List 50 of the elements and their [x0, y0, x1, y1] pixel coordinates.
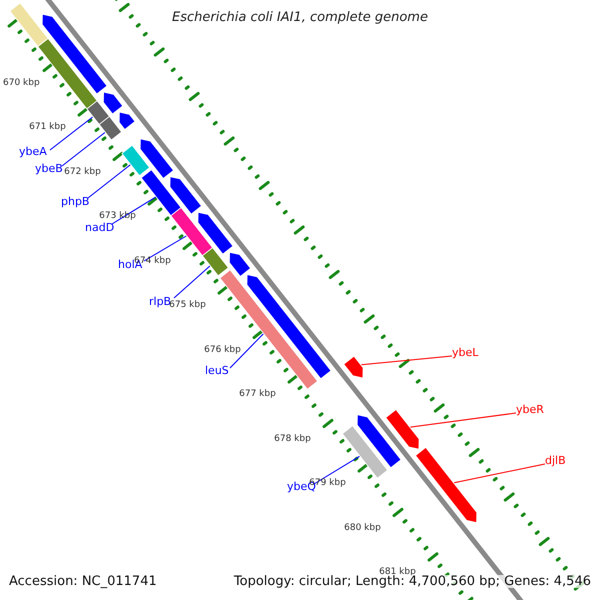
gene-block	[343, 356, 364, 378]
leader-line	[454, 464, 546, 484]
gene-label: rlpB	[149, 296, 172, 307]
gene-label: leuS	[205, 365, 229, 376]
gene-label: ybeL	[452, 347, 478, 358]
gene-bar	[121, 144, 150, 176]
leader-line	[314, 456, 360, 484]
leader-line	[144, 236, 187, 262]
footer-text: Topology: circular; Length: 4,700,560 bp; Genes: 4,546	[234, 575, 591, 588]
gene-block	[385, 409, 420, 450]
scale-label: 678 kbp	[274, 434, 311, 444]
leader-line	[112, 196, 156, 224]
scale-label: 672 kbp	[64, 168, 101, 177]
gene-bar	[9, 2, 49, 48]
map-title: Escherichia coli IAI1, complete genome	[171, 11, 429, 24]
scale-label: 675 kbp	[169, 301, 206, 310]
gene-bar	[98, 116, 122, 141]
leader-line	[88, 164, 131, 198]
leader-line	[50, 116, 94, 150]
gene-block	[198, 212, 234, 255]
gene-block	[103, 92, 124, 114]
leader-line	[360, 356, 452, 366]
gene-label: djlB	[545, 455, 566, 466]
gene-bar	[140, 169, 182, 216]
gene-block	[246, 274, 332, 380]
footer-text: Accession: NC_011741	[9, 575, 157, 588]
gene-block	[118, 112, 136, 130]
gene-bar	[170, 207, 214, 256]
leader-line	[62, 132, 106, 166]
gene-block	[356, 414, 402, 468]
gene-block	[414, 446, 478, 524]
gene-label: ybeB	[35, 163, 63, 174]
gene-bar	[342, 425, 388, 479]
gene-block	[170, 176, 202, 215]
scale-label: 671 kbp	[29, 123, 66, 132]
scale-label: 677 kbp	[239, 390, 276, 400]
gene-bar	[86, 100, 110, 125]
gene-label: nadD	[85, 222, 114, 233]
leader-line	[410, 412, 516, 428]
scale-label: 680 kbp	[344, 524, 381, 533]
gene-block	[42, 14, 108, 94]
gene-label: phpB	[61, 196, 90, 207]
gene-block	[140, 138, 174, 180]
gene-bar	[202, 247, 229, 276]
scale-label: 670 kbp	[3, 78, 40, 88]
gene-label: ybeA	[19, 146, 47, 157]
gene-label: ybeR	[516, 404, 544, 415]
gene-block	[229, 252, 252, 277]
leader-line	[230, 333, 264, 368]
scale-label: 676 kbp	[204, 346, 241, 355]
